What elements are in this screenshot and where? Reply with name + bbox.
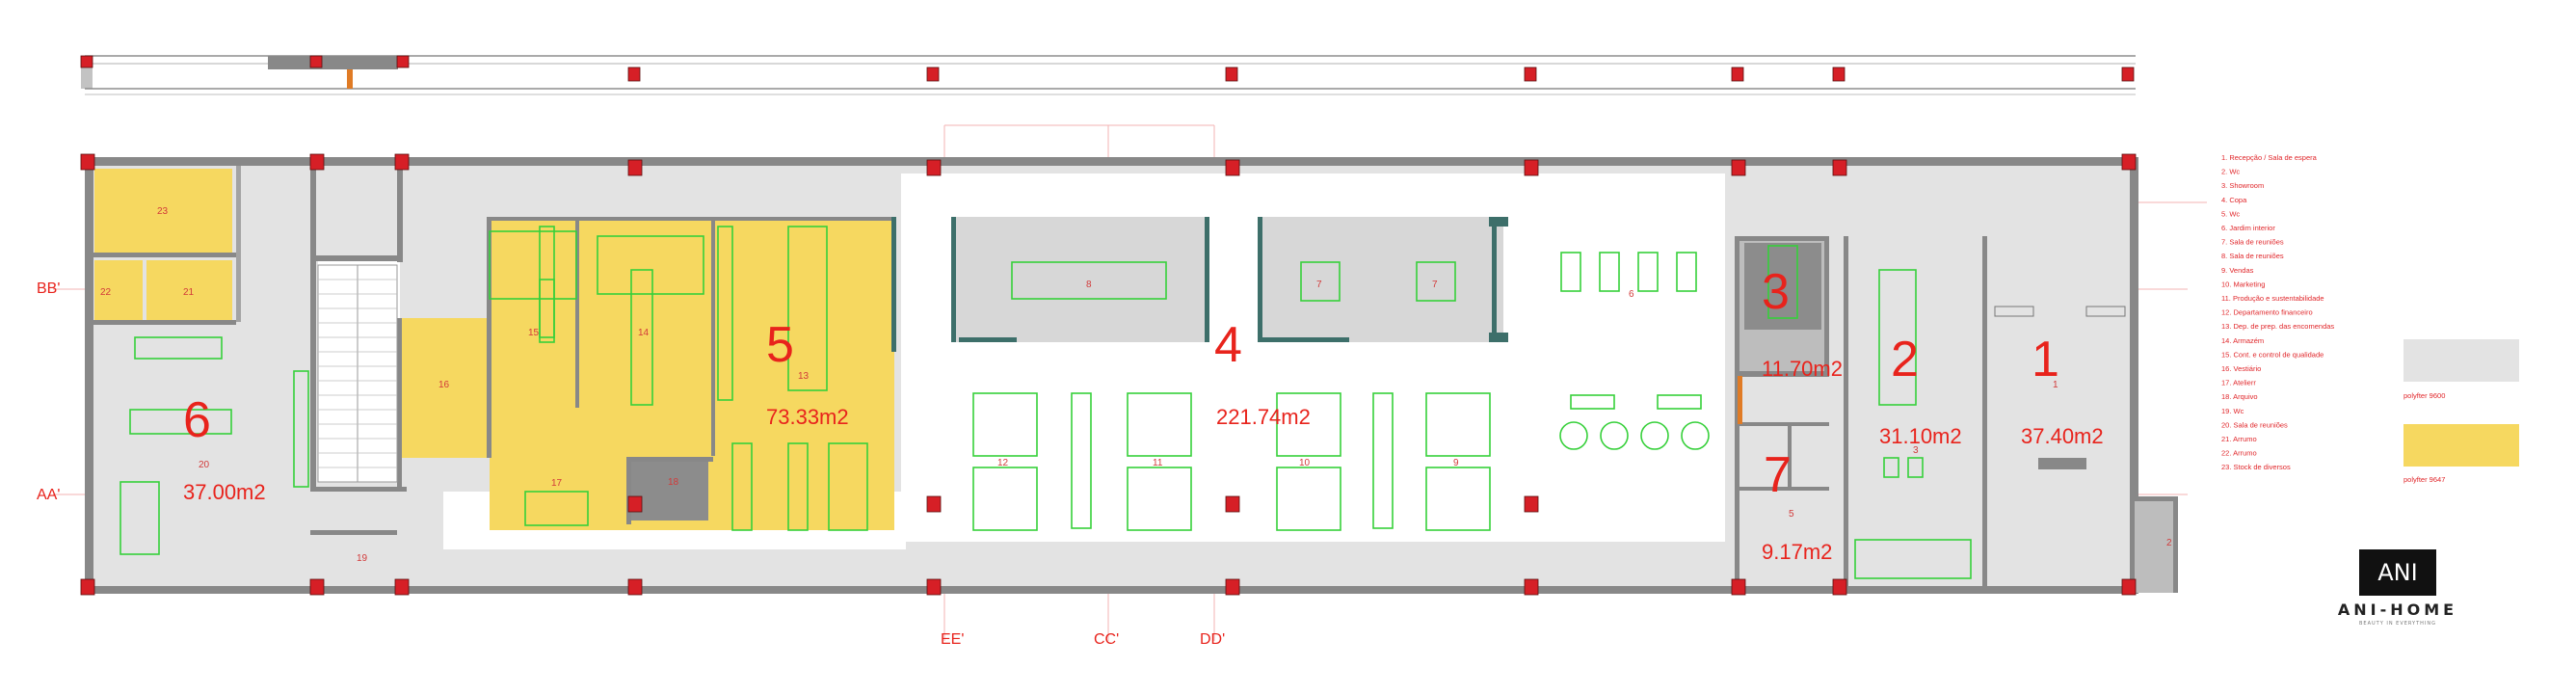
legend-key-label: polyfter 9600 — [2403, 391, 2445, 400]
zone-area: 11.70m2 — [1762, 357, 1843, 381]
room-id: 20 — [199, 460, 210, 470]
zone-area: 31.10m2 — [1879, 424, 1962, 448]
room-id: 22 — [100, 287, 112, 298]
logo-tagline: BEAUTY IN EVERYTHING — [2359, 621, 2436, 627]
zone-number: 6 — [183, 392, 211, 448]
columns — [80, 153, 2137, 596]
legend-item: 15. Cont. e control de qualidade — [2221, 350, 2324, 359]
legend-item: 5. Wc — [2221, 209, 2240, 218]
zone-number: 3 — [1762, 264, 1790, 320]
room-id: 15 — [528, 328, 540, 338]
room-id: 18 — [668, 477, 679, 488]
legend-item: 17. Atelierr — [2221, 379, 2256, 387]
legend-item: 13. Dep. de prep. das encomendas — [2221, 322, 2334, 331]
zone-labels: 1 37.40m2 2 31.10m2 3 11.70m2 4 221.74m2… — [183, 264, 2104, 564]
legend-item: 16. Vestiário — [2221, 364, 2261, 373]
room-id: 23 — [157, 206, 169, 217]
legend-item: 2. Wc — [2221, 168, 2240, 176]
room-id: 21 — [183, 287, 195, 298]
room-id: 16 — [438, 380, 450, 390]
zone-number: 1 — [2032, 332, 2059, 387]
walls — [85, 157, 2178, 594]
section-mark: CC' — [1094, 631, 1119, 648]
room-ids: 1 2 3 5 6 7 7 8 9 10 11 12 13 14 15 16 1… — [100, 206, 2172, 564]
legend-swatch — [2403, 339, 2519, 382]
logo-mark-text: ANI — [2377, 559, 2417, 586]
legend-item: 9. Vendas — [2221, 266, 2254, 275]
room-id: 7 — [1432, 280, 1438, 290]
legend-item: 21. Arrumo — [2221, 435, 2257, 443]
room-id: 19 — [357, 553, 368, 564]
room-id: 8 — [1086, 280, 1092, 290]
legend-item: 14. Armazém — [2221, 336, 2264, 345]
legend-key-label: polyfter 9647 — [2403, 475, 2445, 484]
room-id: 6 — [1629, 289, 1634, 300]
room-id: 1 — [2053, 380, 2058, 390]
legend-item: 1. Recepção / Sala de espera — [2221, 153, 2318, 162]
legend-item: 3. Showroom — [2221, 181, 2264, 190]
section-marks: BB' AA' EE' CC' DD' — [37, 280, 1225, 648]
legend-item: 20. Sala de reuniões — [2221, 420, 2288, 429]
room-id: 13 — [798, 371, 810, 382]
legend-item: 10. Marketing — [2221, 280, 2265, 288]
section-mark: BB' — [37, 280, 60, 297]
room-id: 12 — [997, 458, 1009, 468]
zone-area: 73.33m2 — [766, 405, 849, 429]
room-id: 10 — [1299, 458, 1311, 468]
section-mark: EE' — [941, 631, 964, 648]
logo: ANI ANI-HOME BEAUTY IN EVERYTHING — [2338, 549, 2457, 627]
zone-area: 37.00m2 — [183, 480, 266, 504]
logo-mark — [2359, 549, 2436, 596]
stair — [317, 264, 398, 483]
room-id: 5 — [1789, 509, 1794, 520]
room-id: 17 — [551, 478, 563, 489]
zone-number: 7 — [1764, 447, 1792, 503]
room-id: 7 — [1316, 280, 1322, 290]
zone-number: 2 — [1891, 332, 1919, 387]
section-mark: DD' — [1200, 631, 1225, 648]
legend-item: 6. Jardim interior — [2221, 224, 2275, 232]
legend-keys: polyfter 9600 polyfter 9647 — [2403, 339, 2519, 484]
room-id: 2 — [2166, 538, 2172, 548]
glazing — [891, 217, 1742, 424]
legend-item: 7. Sala de reuniões — [2221, 238, 2284, 247]
section-mark: AA' — [37, 487, 60, 503]
legend-swatch — [2403, 424, 2519, 467]
zone-number: 4 — [1214, 317, 1242, 373]
room-id: 11 — [1153, 458, 1163, 468]
legend-item: 18. Arquivo — [2221, 392, 2258, 401]
zone-number: 5 — [766, 317, 794, 373]
legend-item: 8. Sala de reuniões — [2221, 252, 2284, 260]
legend-item: 4. Copa — [2221, 196, 2247, 204]
legend-item: 11. Produção e sustentabilidade — [2221, 294, 2324, 303]
furniture — [120, 226, 2126, 579]
legend-item: 23. Stock de diversos — [2221, 463, 2291, 471]
logo-name: ANI-HOME — [2338, 601, 2457, 619]
zone-area: 37.40m2 — [2021, 424, 2104, 448]
section-strip — [80, 55, 2136, 95]
zone-area: 221.74m2 — [1216, 405, 1311, 429]
legend-item: 22. Arrumo — [2221, 449, 2257, 458]
zone-area: 9.17m2 — [1762, 540, 1832, 564]
legend: 1. Recepção / Sala de espera 2. Wc 3. Show… — [2221, 153, 2334, 471]
room-id: 3 — [1913, 445, 1919, 456]
legend-item: 12. Departamento financeiro — [2221, 308, 2313, 317]
room-id: 14 — [638, 328, 650, 338]
room-id: 9 — [1453, 458, 1459, 468]
legend-item: 19. Wc — [2221, 407, 2244, 415]
